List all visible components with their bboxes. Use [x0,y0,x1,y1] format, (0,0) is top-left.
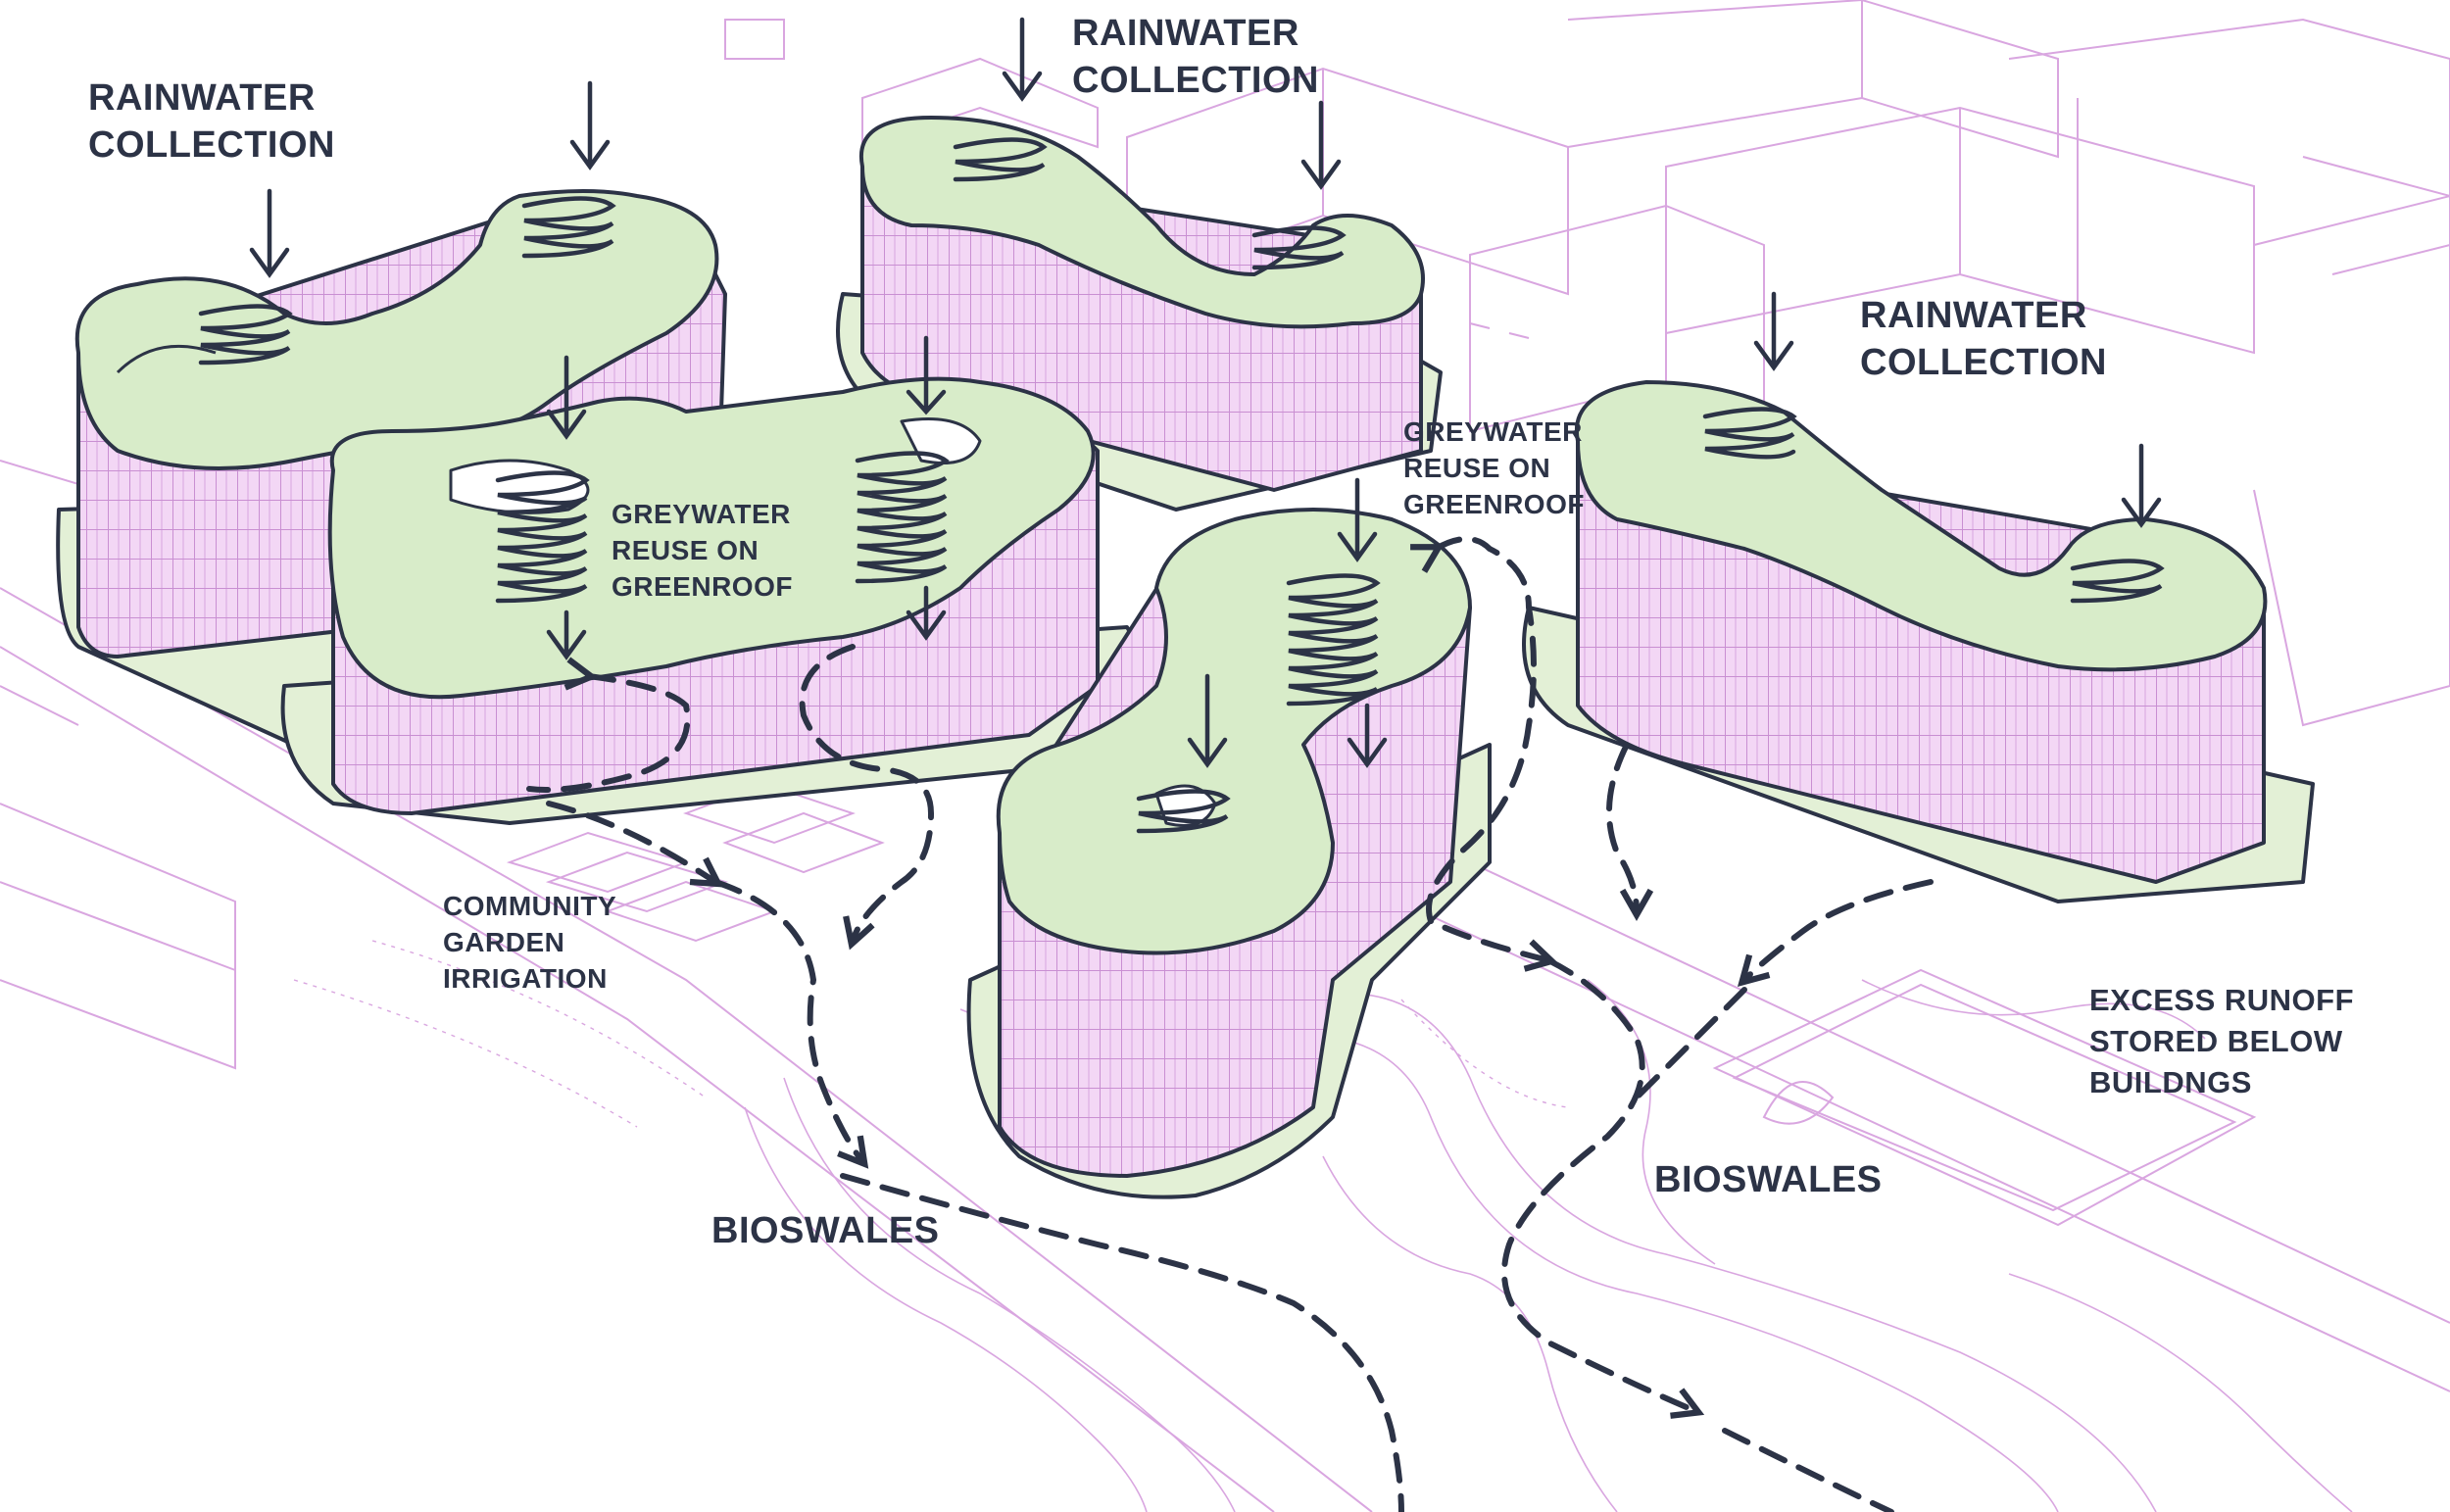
downpipe-arrow [1347,703,1388,768]
flow-excess-to-bioswale [1634,987,1747,1100]
downpipe-coil [855,451,950,584]
flow-greywater-right [1410,536,1558,972]
downpipe-arrow [546,355,587,440]
label-line: GREENROOF [612,571,793,602]
flow-bioswale-left-out [840,1173,1404,1512]
label-line: RAINWATER [1072,13,1299,54]
flow-right-to-bioswale [1606,742,1654,921]
flow-right-out [1722,1428,1894,1512]
label-greywater-reuse-right: GREYWATER REUSE ON GREENROOF [1403,414,1585,522]
label-rainwater-collection-right: RAINWATER COLLECTION [1860,292,2107,386]
label-line: RAINWATER [88,77,316,119]
label-line: GREYWATER [1403,416,1583,447]
downpipe-arrow [1187,673,1228,768]
label-line: REUSE ON [612,535,760,565]
label-line: GREYWATER [612,499,791,529]
downpipe-coil [1702,407,1797,460]
rainwater-downpipes [198,17,2165,834]
flow-greywater-loop-left [526,657,691,793]
downpipe-coil [1136,789,1231,834]
downpipe-arrow [569,80,611,171]
flow-to-garden [546,801,724,888]
label-bioswales-left: BIOSWALES [711,1210,940,1251]
downpipe-arrow [546,610,587,660]
water-flow-paths [526,536,1934,1512]
label-line: RAINWATER [1860,295,2087,336]
downpipe-coil [521,196,616,259]
flow-right-merge [1501,957,1705,1419]
downpipe-arrow [2121,443,2162,528]
label-line: IRRIGATION [443,963,608,994]
flow-to-bioswale-left [712,879,869,1169]
downpipe-coil [1251,225,1347,270]
downpipe-arrow [906,585,947,641]
label-line: COMMUNITY [443,891,617,921]
flow-excess-runoff [1737,879,1934,988]
downpipe-arrow [249,188,290,278]
downpipe-arrow [1753,291,1794,371]
label-rainwater-collection-left: RAINWATER COLLECTION [88,74,335,169]
downpipe-coil [495,470,590,604]
label-greywater-reuse-left: GREYWATER REUSE ON GREENROOF [612,496,793,605]
label-line: STORED BELOW [2089,1024,2343,1058]
label-bioswales-right: BIOSWALES [1654,1159,1883,1200]
label-line: COLLECTION [1860,342,2107,383]
label-line: COLLECTION [88,124,335,166]
building-center-front [966,508,1492,1199]
building-right [1522,380,2315,903]
label-line: BUILDNGS [2089,1065,2252,1099]
downpipe-coil [953,137,1048,182]
label-line: EXCESS RUNOFF [2089,983,2355,1017]
flow-greywater-loop-right [799,644,935,951]
label-line: COLLECTION [1072,60,1319,101]
downpipe-arrow [1300,100,1342,190]
downpipe-coil [2070,559,2165,604]
downpipe-arrow [906,335,947,415]
label-line: GARDEN [443,927,565,957]
label-rainwater-collection-top: RAINWATER COLLECTION [1072,10,1319,104]
label-line: REUSE ON [1403,453,1551,483]
downpipe-coil [198,304,293,366]
downpipe-coil [1286,573,1381,707]
label-community-garden-irrigation: COMMUNITY GARDEN IRRIGATION [443,888,616,997]
downpipe-arrow [1002,17,1043,102]
label-line: GREENROOF [1403,489,1585,519]
downpipe-arrow [1337,477,1378,562]
label-excess-runoff: EXCESS RUNOFF STORED BELOW BUILDNGS [2089,980,2354,1103]
